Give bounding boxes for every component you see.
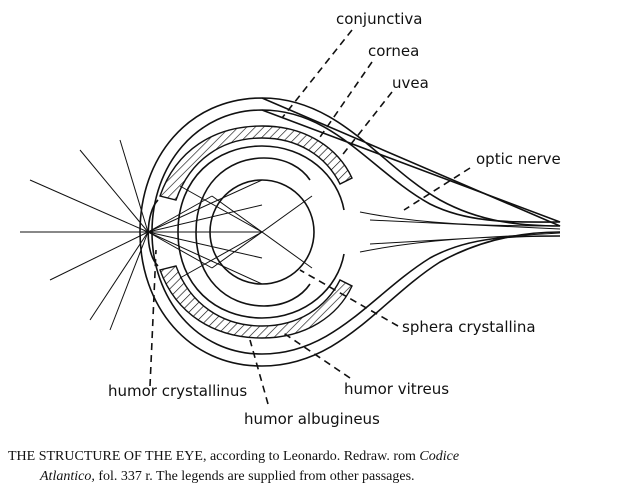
- caption-title: THE STRUCTURE OF THE EYE,: [8, 449, 206, 464]
- inner-conjunctiva-outline: [151, 109, 561, 355]
- humor-vitreus-boundary: [195, 157, 311, 307]
- caption-atlantico: Atlantico,: [39, 469, 95, 484]
- leader-humor-albugineus: [249, 339, 269, 405]
- leader-cornea: [317, 61, 373, 141]
- leader-humor-vitreus: [281, 331, 351, 379]
- caption-line-1-body: according to Leonardo. Redraw. rom: [206, 449, 419, 464]
- optic-nerve-lines: [359, 211, 561, 253]
- label-cornea: cornea: [368, 42, 419, 60]
- caption-line-1: THE STRUCTURE OF THE EYE, according to L…: [8, 449, 459, 464]
- label-uvea: uvea: [392, 74, 429, 92]
- label-conjunctiva: conjunctiva: [336, 10, 422, 28]
- light-rays: [20, 139, 313, 331]
- caption-codice: Codice: [419, 449, 459, 464]
- caption-line-2: Atlantico, fol. 337 r. The legends are s…: [39, 469, 415, 484]
- caption-line-2-body: fol. 337 r. The legends are supplied fro…: [95, 469, 415, 484]
- cornea-band-upper: [159, 125, 353, 201]
- conjunctiva-outline: [139, 97, 561, 367]
- label-humor-albugineus: humor albugineus: [244, 410, 380, 428]
- leader-humor-crystallinus: [149, 249, 157, 387]
- label-humor-crystallinus: humor crystallinus: [108, 382, 247, 400]
- leader-sphera-crystallina: [299, 269, 399, 327]
- label-humor-vitreus: humor vitreus: [344, 380, 449, 398]
- leader-uvea: [339, 91, 393, 159]
- leader-optic-nerve: [403, 167, 471, 211]
- leader-conjunctiva: [281, 29, 353, 119]
- label-sphera-crystallina: sphera crystallina: [402, 318, 536, 336]
- cornea-band-lower: [159, 265, 353, 339]
- label-optic-nerve: optic nerve: [476, 150, 561, 168]
